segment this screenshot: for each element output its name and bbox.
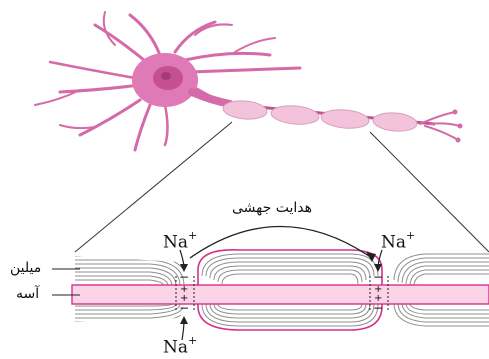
myelin-segments bbox=[222, 99, 417, 133]
node-left-outer-sign-bottom: − bbox=[179, 302, 189, 314]
na-charge: + bbox=[188, 229, 197, 242]
na-symbol: Na bbox=[381, 233, 406, 253]
na-charge: + bbox=[406, 229, 415, 242]
na-ion-label-bottom: Na+ bbox=[163, 337, 197, 357]
na-charge: + bbox=[188, 334, 197, 347]
na-symbol: Na bbox=[163, 233, 188, 253]
axon-core bbox=[72, 285, 489, 304]
myelin-label: میلین bbox=[10, 261, 41, 275]
zoom-line-left bbox=[75, 122, 232, 252]
na-ion-label-top-right: Na+ bbox=[381, 232, 415, 252]
node-right-outer-sign-top: − bbox=[373, 271, 383, 283]
node-left-outer-sign-top: − bbox=[179, 271, 189, 283]
node-right-outer-sign-bottom: − bbox=[373, 302, 383, 314]
na-ion-label-top-left: Na+ bbox=[163, 232, 197, 252]
saltatory-arc bbox=[190, 227, 372, 259]
axon-label: آسه bbox=[16, 287, 39, 301]
axon-terminals bbox=[420, 112, 460, 140]
neuron-illustration bbox=[35, 12, 463, 150]
conduction-label: هدایت جهشی bbox=[232, 201, 312, 215]
